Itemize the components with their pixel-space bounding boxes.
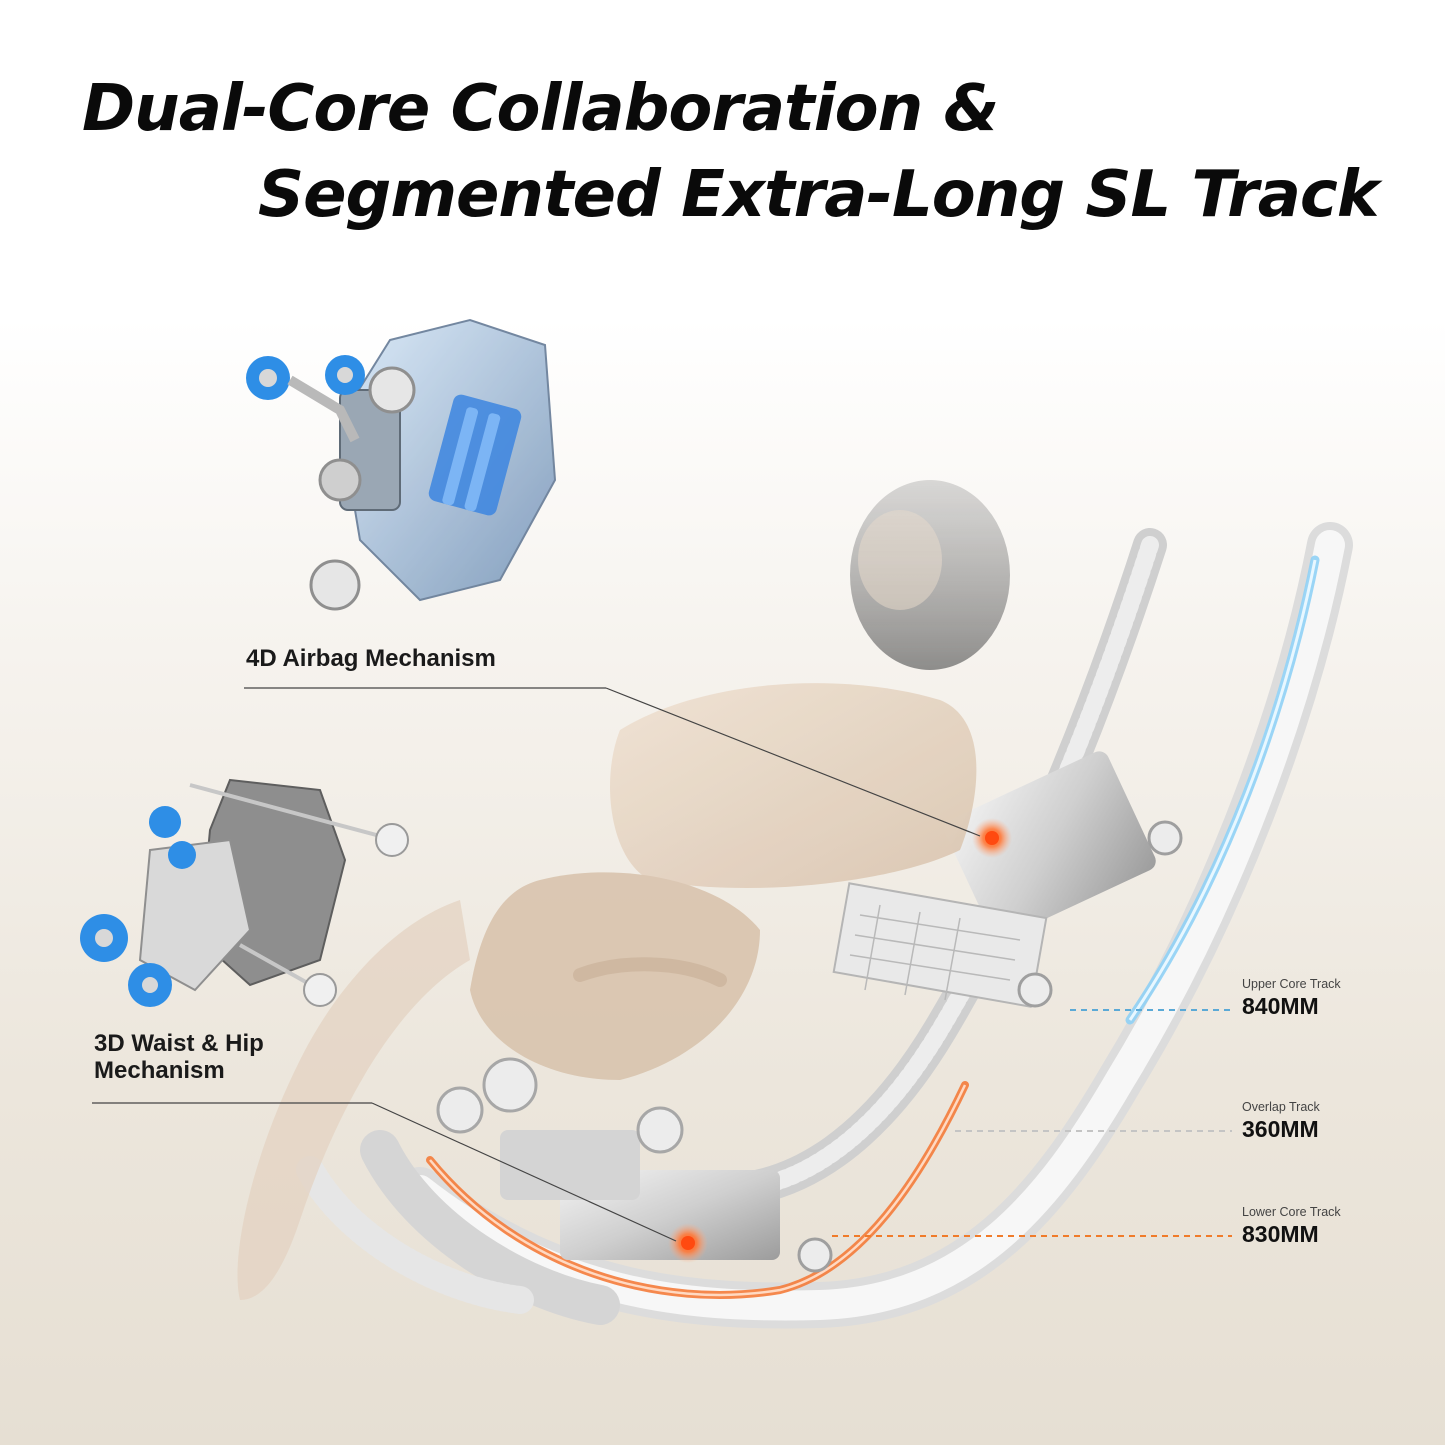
headline-line-1: Dual-Core Collaboration & (82, 72, 999, 146)
airbag-mechanism-label: 4D Airbag Mechanism (246, 645, 496, 672)
upper-massage-core (832, 751, 1183, 1008)
airbag-callout-line (244, 687, 981, 837)
reclining-figure (237, 480, 1010, 1300)
lower-core-track-label: Lower Core Track 830MM (1242, 1205, 1341, 1248)
overlap-track-name: Overlap Track (1242, 1100, 1320, 1114)
overlap-track-label: Overlap Track 360MM (1242, 1100, 1320, 1143)
waist-hip-mechanism-label-line-1: 3D Waist & Hip (94, 1030, 264, 1057)
overlap-track-value: 360MM (1242, 1116, 1319, 1142)
upper-core-track-label: Upper Core Track 840MM (1242, 977, 1341, 1020)
headline-line-2: Segmented Extra-Long SL Track (258, 158, 1379, 232)
waist-hip-mechanism-label-line-2: Mechanism (94, 1057, 225, 1084)
3d-waist-hip-mechanism-image (80, 778, 409, 1007)
upper-core-track-value: 840MM (1242, 993, 1319, 1019)
lower-massage-core (436, 1057, 833, 1273)
upper-core-track-name: Upper Core Track (1242, 977, 1341, 991)
waist-callout-line (92, 1102, 677, 1242)
4d-airbag-mechanism-image (246, 318, 557, 611)
lower-core-track-name: Lower Core Track (1242, 1205, 1341, 1219)
lower-core-track-value: 830MM (1242, 1221, 1319, 1247)
